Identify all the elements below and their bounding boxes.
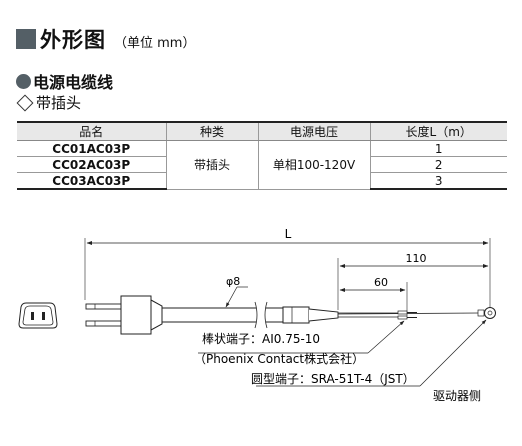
voltage-cell: 单相100-120V xyxy=(257,140,371,190)
ring-terminal-callout: 圆型端子：SRA-51T-4（JST） xyxy=(251,319,487,387)
model-cell: CC01AC03P xyxy=(17,140,167,157)
col-header-length: 长度L（m） xyxy=(369,121,507,141)
title-square-icon xyxy=(16,29,36,49)
diameter-callout: φ8 xyxy=(225,275,248,308)
length-cell: 3 xyxy=(369,172,507,190)
dimension-l-label: L xyxy=(285,227,292,241)
model-cell: CC02AC03P xyxy=(17,156,167,173)
dimension-60-label: 60 xyxy=(374,276,388,289)
dimension-110-label: 110 xyxy=(406,252,427,265)
page-title-row: 外形图 （单位 mm） xyxy=(16,26,195,52)
driver-side-label: 驱动器侧 xyxy=(433,389,481,403)
subsection-title: 带插头 xyxy=(36,94,82,112)
diamond-icon xyxy=(16,94,34,111)
page-title: 外形图 xyxy=(40,28,106,52)
table-row: CC01AC03P 带插头 单相100-120V 1 xyxy=(17,140,507,190)
table-row: CC03AC03P 3 xyxy=(17,172,507,190)
ferrule-callout: 棒状端子：AI0.75-10 （Phoenix Contact株式会社） xyxy=(194,320,405,366)
length-cell: 2 xyxy=(369,156,507,173)
section-title: 电源电缆线 xyxy=(33,73,114,92)
plug-front-view xyxy=(18,302,58,329)
ferrule-maker-label: （Phoenix Contact株式会社） xyxy=(194,351,364,366)
cable-sheath-end xyxy=(282,306,339,324)
table-row: CC02AC03P 2 xyxy=(17,156,507,173)
col-header-product: 品名 xyxy=(17,121,167,141)
spec-table: 品名 种类 电源电压 长度L（m） CC01AC03P 带插头 单相100-12… xyxy=(17,121,507,190)
ferrule-terminals xyxy=(397,310,417,320)
col-header-voltage: 电源电压 xyxy=(257,121,371,141)
cable-outline-drawing: L 110 60 xyxy=(18,227,496,403)
plug-prongs xyxy=(85,303,123,327)
dimension-60: 60 xyxy=(339,276,408,316)
dimension-l: L xyxy=(84,227,491,308)
dimension-110: 110 xyxy=(337,252,489,310)
diameter-label: φ8 xyxy=(226,275,240,288)
bullet-circle-icon xyxy=(16,73,31,89)
ferrule-label: 棒状端子：AI0.75-10 xyxy=(202,332,320,346)
section-heading: 电源电缆线 xyxy=(16,69,113,93)
table-header-row: 品名 种类 电源电压 长度L（m） xyxy=(17,121,507,141)
ring-terminal xyxy=(477,307,496,319)
type-cell: 带插头 xyxy=(165,140,259,190)
unit-note: （单位 mm） xyxy=(114,35,196,51)
length-cell: 1 xyxy=(369,140,507,157)
ring-terminal-label: 圆型端子：SRA-51T-4（JST） xyxy=(251,372,415,386)
cable xyxy=(162,301,283,329)
subsection-heading: 带插头 xyxy=(16,92,81,113)
col-header-type: 种类 xyxy=(165,121,259,141)
plug-body xyxy=(120,295,163,335)
model-cell: CC03AC03P xyxy=(17,172,167,190)
wires xyxy=(337,312,479,318)
